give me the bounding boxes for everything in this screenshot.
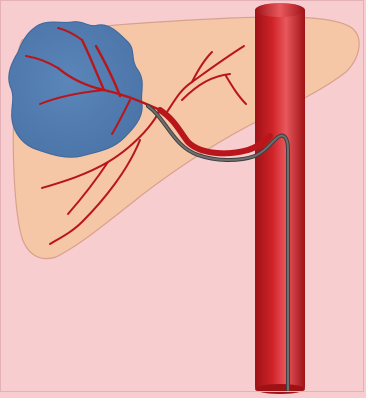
aorta-vessel: [255, 3, 305, 394]
tumor-mass: [9, 22, 143, 158]
